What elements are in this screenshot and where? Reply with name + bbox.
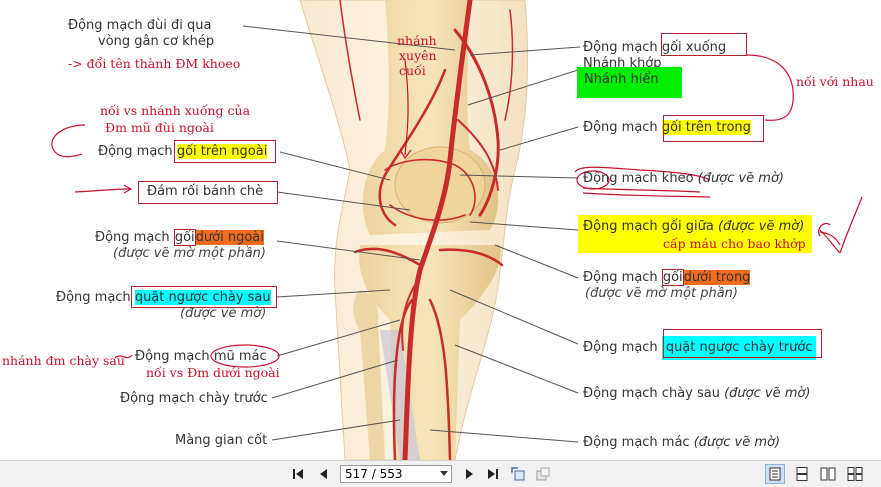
annotation-box [174, 140, 276, 163]
label-prefix: Động mạch [135, 349, 214, 364]
note-rename-popliteal: -> đổi tên thành ĐM khoeo [68, 56, 241, 71]
annotation-box [661, 33, 747, 56]
note-terminal-perforating-2: xuyên [399, 48, 437, 63]
label-patellar-plexus: Đám rối bánh chè [147, 184, 264, 199]
highlight-inferior-medial: dưới trong [683, 270, 751, 285]
label-interosseous-membrane: Màng gian cốt [175, 433, 268, 448]
label-popliteal-artery: Động mạch kheo (được vẽ mờ) [583, 171, 784, 187]
label-superior-lateral-genicular: Động mạch gối trên ngoài [98, 144, 268, 160]
label-fibular-text: Động mạch mác [583, 435, 690, 450]
label-saphenous-branch: Nhánh hiển [577, 67, 682, 98]
continuous-view-icon[interactable] [792, 464, 812, 484]
label-popliteal-text: Động mạch kheo [583, 171, 694, 186]
label-faded: (được vẽ mờ) [717, 219, 805, 234]
label-partially-faded: (được vẽ mờ một phần) [113, 246, 266, 261]
label-posterior-tibial-text: Động mạch chày sau [583, 386, 720, 401]
label-prefix: Động mạch [583, 120, 662, 135]
label-faded: (được vẽ mờ) [697, 171, 784, 186]
label-posterior-tibial: Động mạch chày sau (được vẽ mờ) [583, 386, 810, 402]
label-prefix: Động mạch [583, 340, 662, 355]
highlight-inferior-lateral: dưới ngoài [195, 230, 264, 245]
next-page-icon[interactable] [460, 464, 478, 484]
last-page-icon[interactable] [484, 464, 502, 484]
label-prefix: Động mạch [95, 230, 174, 245]
label-faded: (được vẽ mờ) [180, 306, 267, 321]
document-viewport[interactable]: Động mạch đùi đi qua vòng gân cơ khép ->… [0, 0, 881, 460]
boxed-descending: gối xuống [661, 40, 727, 55]
label-middle-genicular: Động mạch gối giữa (được vẽ mờ) [578, 215, 812, 253]
first-page-icon[interactable] [289, 464, 307, 484]
label-faded: (được vẽ mờ) [693, 435, 781, 450]
label-anterior-tibial-recurrent: Động mạch quặt ngược chày trước [583, 336, 817, 360]
annotation-box [131, 286, 277, 308]
note-connect-descending-line2: Đm mũ đùi ngoài [105, 120, 214, 135]
label-faded: (được vẽ mờ) [724, 386, 811, 401]
go-back-view-icon[interactable] [508, 464, 528, 484]
label-prefix: Động mạch [583, 40, 662, 55]
label-posterior-tibial-recurrent: Động mạch quặt ngược chày sau [56, 290, 271, 306]
chevron-down-icon [440, 471, 448, 476]
label-inferior-medial-genicular: Động mạch gốidưới trong [583, 269, 751, 286]
label-femoral-artery-line1: Động mạch đùi đi qua [68, 18, 212, 33]
label-prefix: Động mạch [583, 270, 662, 285]
label-prefix: Động mạch [56, 290, 135, 305]
label-prefix: Động mạch [98, 144, 177, 159]
label-circumflex-fibular: Động mạch mũ mác [135, 349, 267, 365]
note-terminal-perforating-1: nhánh [397, 33, 437, 48]
label-descending-genicular: Động mạch gối xuống [583, 40, 726, 56]
annotation-box [663, 329, 822, 358]
label-femoral-artery-line2: vòng gân cơ khép [98, 34, 215, 49]
knee-anatomy-illustration [51, 0, 863, 460]
two-page-continuous-view-icon[interactable] [845, 464, 865, 484]
highlight-superior-medial: gối trên trong [661, 120, 751, 135]
prev-page-icon[interactable] [315, 464, 333, 484]
note-connect-together: nối với nhau [796, 74, 874, 89]
single-page-view-icon[interactable] [765, 464, 785, 484]
go-forward-view-icon[interactable] [533, 464, 553, 484]
note-connect-inferior-lateral: nối vs Đm dưới ngoài [146, 365, 280, 380]
label-fibular-artery: Động mạch mác (được vẽ mờ) [583, 435, 780, 451]
page-number-select[interactable]: 517 / 553 [340, 465, 452, 483]
boxed-genicular: gối [661, 269, 684, 286]
boxed-genicular: gối [173, 229, 196, 246]
note-supply-joint-capsule: cấp máu cho bao khớp [663, 236, 806, 251]
annotation-box [138, 181, 278, 204]
label-middle-genicular-text: Động mạch gối giữa [583, 219, 714, 234]
annotation-box [663, 115, 764, 142]
two-page-view-icon[interactable] [818, 464, 838, 484]
label-anterior-tibial: Động mạch chày trước [120, 391, 268, 406]
highlight-superior-lateral: gối trên ngoài [176, 144, 268, 159]
note-terminal-perforating-3: cuối [399, 63, 426, 78]
note-posterior-tibial-branch: nhánh đm chày sau [2, 353, 125, 368]
note-connect-descending-line1: nối vs nhánh xuống của [100, 103, 251, 118]
circled-circumflex-fibular: mũ mác [213, 349, 267, 364]
page-navigation-toolbar: 517 / 553 [0, 460, 881, 487]
page-number-value: 517 / 553 [345, 467, 403, 481]
label-superior-medial-genicular: Động mạch gối trên trong [583, 120, 751, 136]
highlight-anterior-recurrent: quặt ngược chày trước [661, 336, 817, 360]
label-partially-faded: (được vẽ mờ một phần) [585, 286, 738, 301]
highlight-posterior-recurrent: quặt ngược chày sau [134, 290, 271, 305]
label-inferior-lateral-genicular: Động mạch gốidưới ngoài [95, 229, 264, 246]
